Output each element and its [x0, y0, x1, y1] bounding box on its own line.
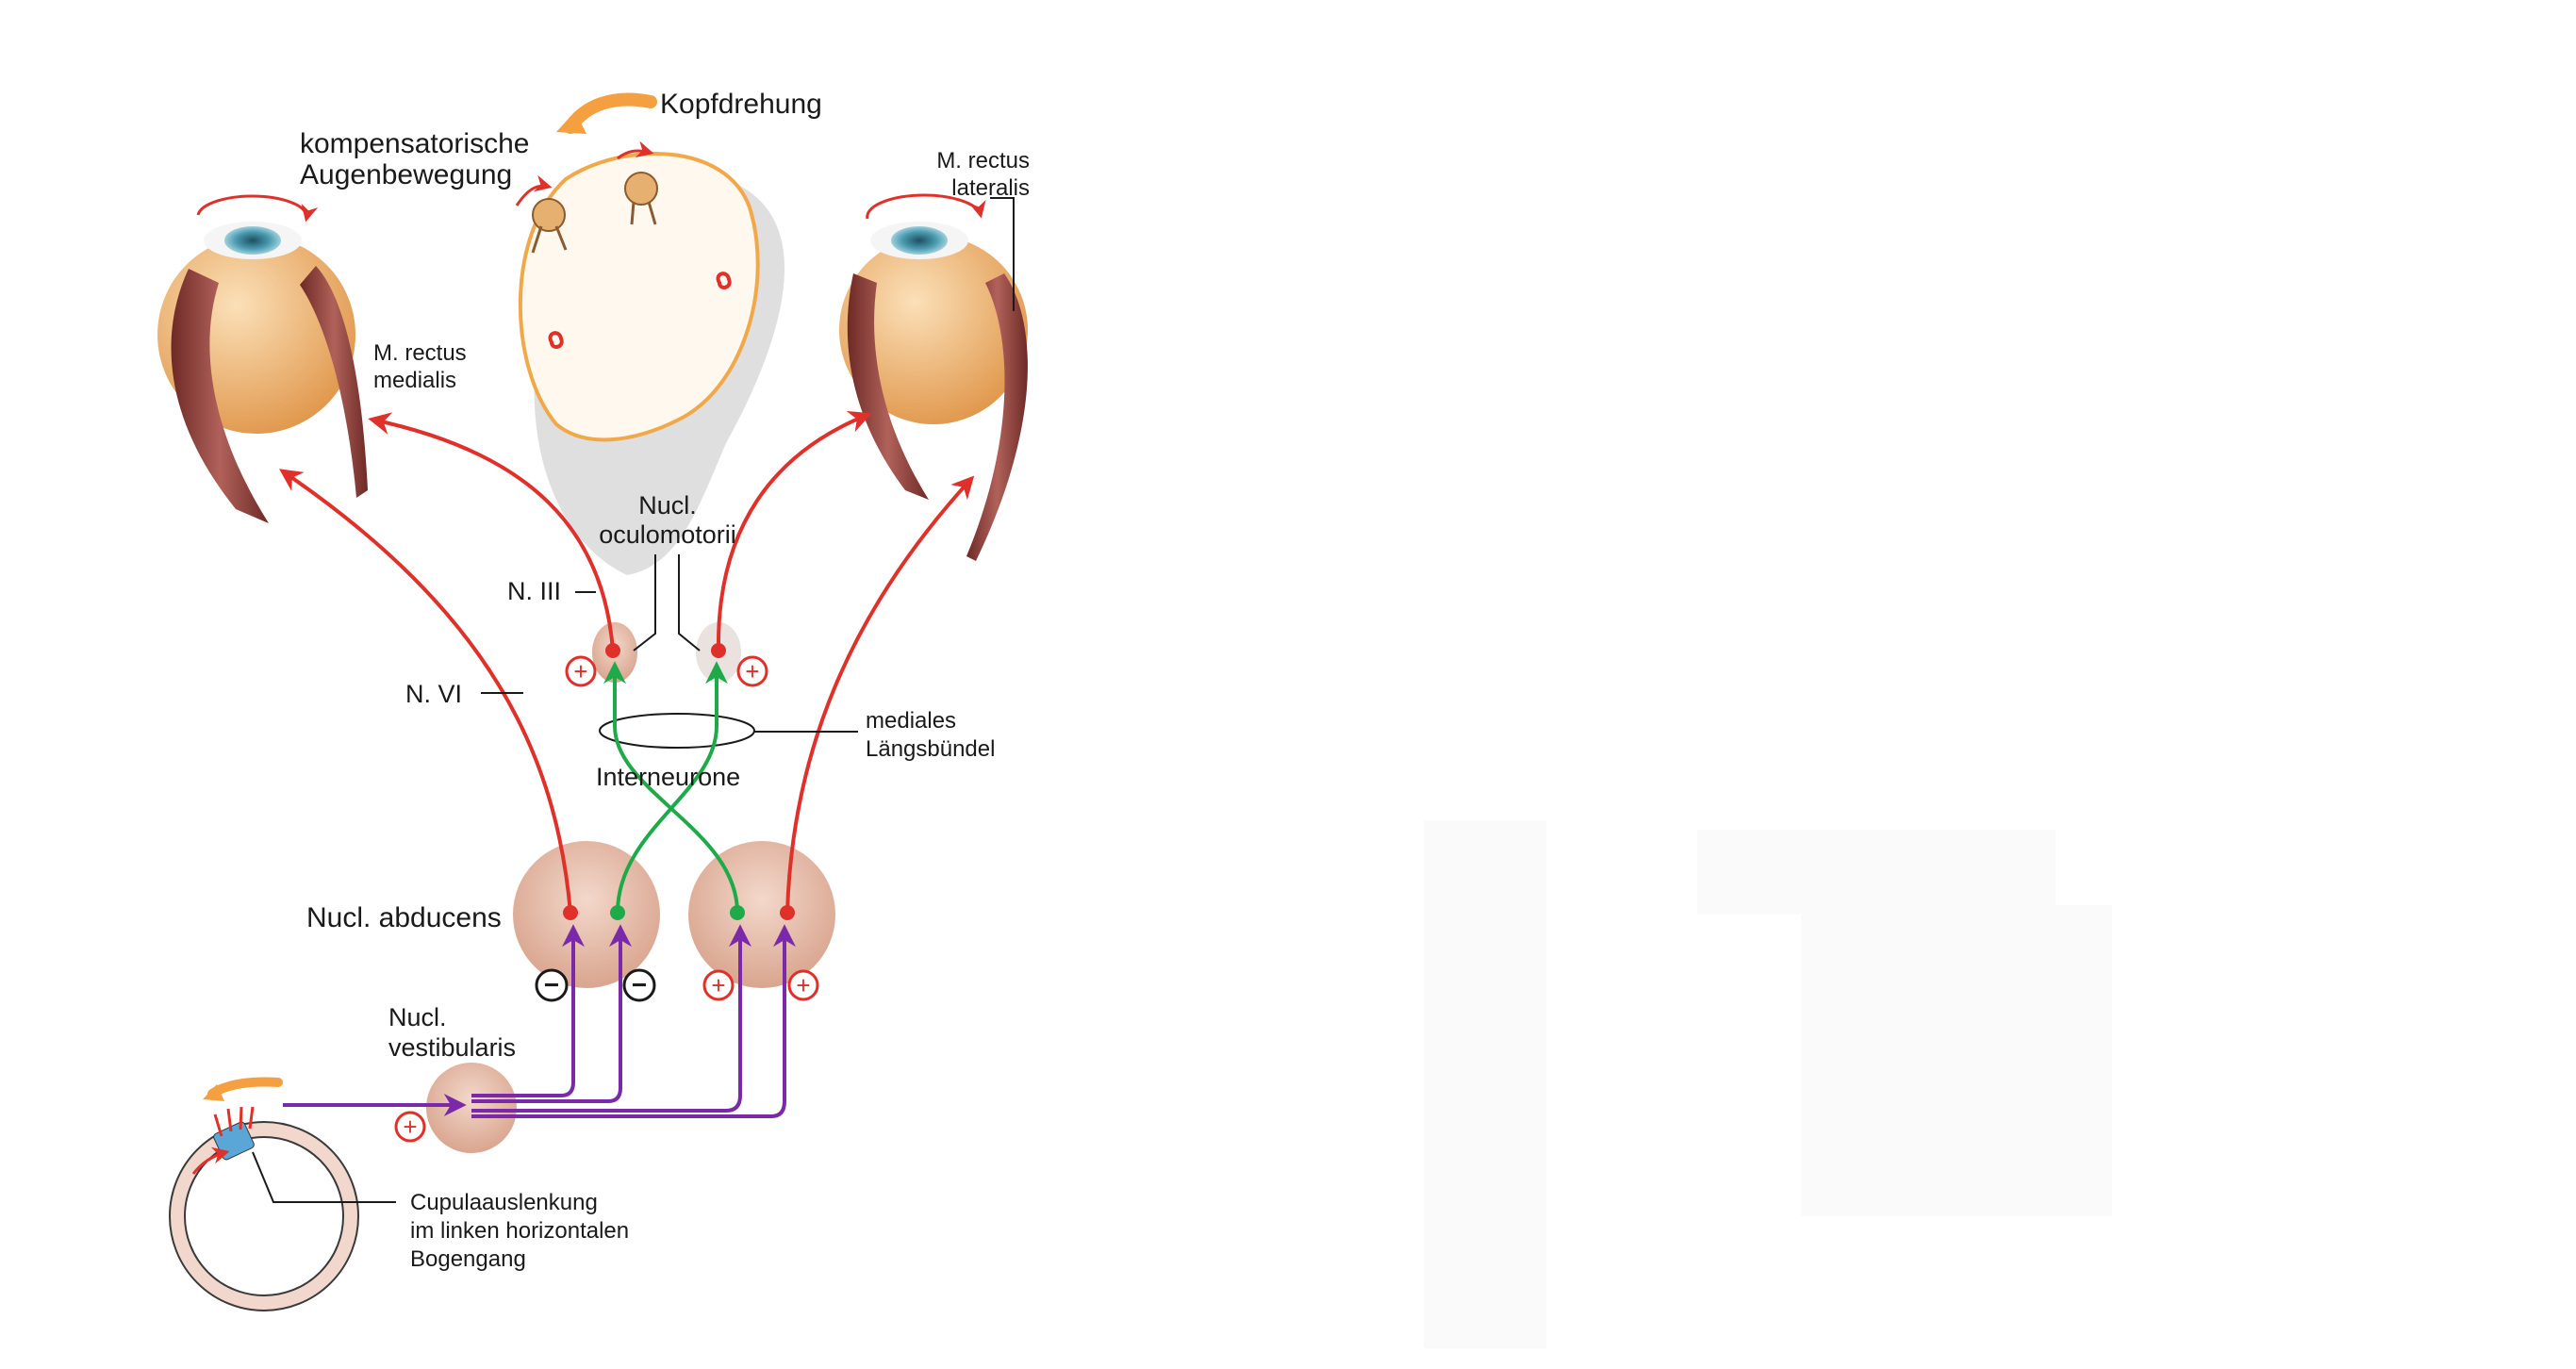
right-iris — [891, 226, 948, 255]
label-rectus-medialis-2: medialis — [373, 368, 456, 393]
n-vi-right-pathway — [785, 475, 975, 914]
endolymph-flow-arrow — [207, 1077, 283, 1098]
nucl-vestibularis — [426, 1063, 517, 1153]
svg-text:+: + — [796, 971, 810, 999]
neuron-dot — [780, 905, 795, 920]
label-rectus-lateralis-1: M. rectus — [936, 148, 1030, 173]
head-top-view — [515, 140, 785, 575]
label-interneurone: Interneurone — [596, 763, 740, 791]
vestibular-to-abducens-left-b — [471, 924, 632, 1103]
nucl-abducens-left — [513, 841, 660, 988]
labyrinth-left-mark — [548, 331, 564, 349]
label-nucl-vestibularis-2: vestibularis — [388, 1033, 516, 1062]
watermark-block — [1697, 830, 2056, 915]
label-rectus-lateralis-2: lateralis — [951, 175, 1030, 201]
watermark-block — [1424, 820, 1546, 1348]
interneuron-right-pathway — [603, 661, 739, 914]
neuron-dot — [730, 905, 745, 920]
sign-excitatory: + — [736, 655, 768, 687]
right-eye — [839, 193, 1028, 561]
label-kopfdrehung: Kopfdrehung — [660, 89, 822, 120]
label-compensatory-1: kompensatorische — [300, 128, 529, 159]
mlf-ellipse — [599, 713, 755, 749]
sign-excitatory: + — [787, 969, 819, 1001]
sign-excitatory: + — [565, 655, 597, 687]
neuron-dot — [610, 905, 625, 920]
head-rotation-arrow — [564, 92, 657, 134]
right-eyeball — [839, 236, 1028, 424]
label-compensatory-2: Augenbewegung — [300, 159, 512, 190]
watermark-block — [1801, 905, 2112, 1216]
left-eye — [157, 194, 368, 523]
label-mlf-2: Längsbündel — [866, 736, 995, 762]
svg-text:+: + — [403, 1113, 417, 1141]
head-outline — [518, 152, 760, 442]
svg-text:+: + — [745, 657, 759, 685]
left-eye-medial-muscle — [300, 266, 368, 498]
vestibular-to-abducens-right-a — [471, 924, 751, 1113]
sign-excitatory: + — [702, 969, 735, 1001]
label-nucl-oculomotorii-1: Nucl. — [638, 491, 697, 520]
sign-inhibitory: − — [535, 968, 569, 1002]
label-n-iii: N. III — [507, 577, 561, 605]
n-iii-left-pathway — [368, 412, 615, 652]
n-vi-left-pathway — [279, 469, 572, 914]
neuron-dot — [605, 643, 620, 658]
sign-inhibitory: − — [622, 968, 656, 1002]
neuron-dot — [711, 643, 726, 658]
label-nucl-oculomotorii-2: oculomotorii — [599, 520, 736, 549]
label-rectus-medialis-1: M. rectus — [373, 340, 467, 366]
label-cupula-1: Cupulaauslenkung — [410, 1190, 598, 1215]
nucl-abducens-right — [688, 841, 835, 988]
left-iris — [224, 226, 281, 255]
label-nucl-abducens: Nucl. abducens — [306, 902, 502, 933]
label-mlf-1: mediales — [866, 708, 956, 734]
neuron-dot — [563, 905, 578, 920]
label-nucl-vestibularis-1: Nucl. — [388, 1003, 447, 1031]
label-cupula-3: Bogengang — [410, 1246, 526, 1272]
vestibular-to-abducens-left-a — [471, 924, 585, 1097]
labyrinth-right-mark — [716, 272, 732, 289]
head-eye-left — [532, 198, 566, 232]
right-eye-medial-muscle — [847, 273, 929, 500]
sign-excitatory: + — [394, 1111, 426, 1143]
svg-text:+: + — [573, 657, 587, 685]
label-n-vi: N. VI — [405, 680, 462, 708]
svg-text:+: + — [711, 971, 725, 999]
label-cupula-2: im linken horizontalen — [410, 1218, 629, 1244]
left-eye-lateral-muscle — [171, 269, 269, 523]
head-eye-right — [624, 172, 658, 206]
vestibular-to-abducens-right-b — [471, 924, 796, 1118]
svg-text:−: − — [632, 970, 647, 999]
horizontal-semicircular-canal — [169, 1077, 359, 1311]
svg-text:−: − — [544, 970, 559, 999]
n-iii-right-pathway — [716, 410, 872, 652]
right-eye-lateral-muscle — [966, 273, 1028, 561]
